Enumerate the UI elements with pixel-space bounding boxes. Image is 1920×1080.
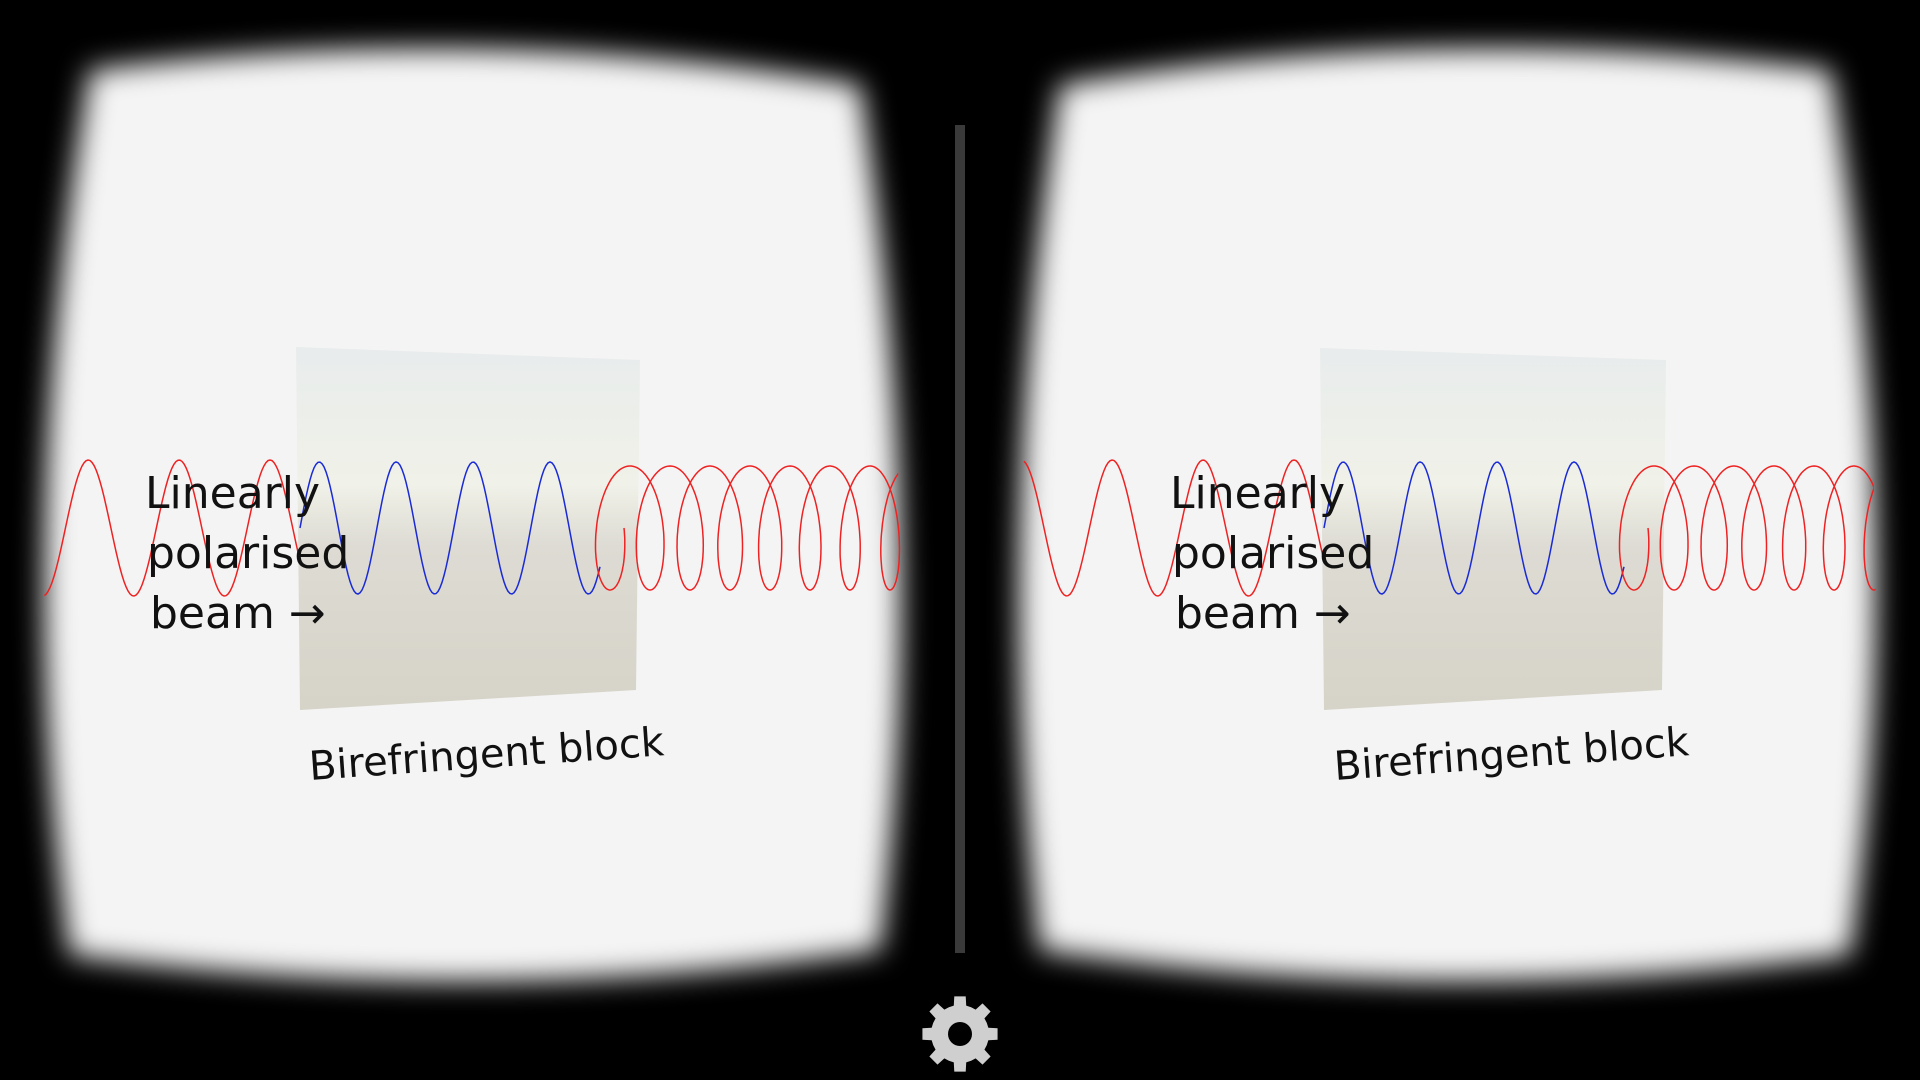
linear-wave xyxy=(44,459,301,597)
beam-label-line-2: polarised xyxy=(1172,528,1374,579)
left-eye-viewport: Linearly polarised beam → Birefringent b… xyxy=(44,48,901,982)
linear-wave-path xyxy=(44,459,301,597)
right-eye-viewport: Linearly polarised beam → Birefringent b… xyxy=(960,0,1920,1080)
birefringent-block xyxy=(296,347,640,710)
block-wave xyxy=(299,461,601,595)
linear-wave-path xyxy=(1023,459,1325,597)
circular-wave-path xyxy=(1618,465,1876,591)
beam-label-line-1: Linearly xyxy=(145,468,320,519)
beam-label-line-2: polarised xyxy=(147,528,349,579)
right-eye-scene: Linearly polarised beam → Birefringent b… xyxy=(1019,48,1876,982)
circular-wave-path xyxy=(594,465,901,591)
birefringent-block xyxy=(1320,348,1666,710)
linear-wave xyxy=(1023,459,1325,597)
block-wave-path xyxy=(299,461,601,595)
settings-button[interactable] xyxy=(918,992,1002,1076)
gear-icon xyxy=(922,996,998,1072)
block-wave xyxy=(1323,461,1625,595)
circular-wave xyxy=(1618,465,1876,591)
block-wave-path xyxy=(1323,461,1625,595)
circular-wave xyxy=(594,465,901,591)
left-eye-scene: Linearly polarised beam → Birefringent b… xyxy=(44,48,901,982)
beam-label-line-3: beam → xyxy=(1175,588,1351,639)
beam-label-line-3: beam → xyxy=(150,588,326,639)
eye-divider xyxy=(955,125,965,953)
beam-label-line-1: Linearly xyxy=(1170,468,1345,519)
